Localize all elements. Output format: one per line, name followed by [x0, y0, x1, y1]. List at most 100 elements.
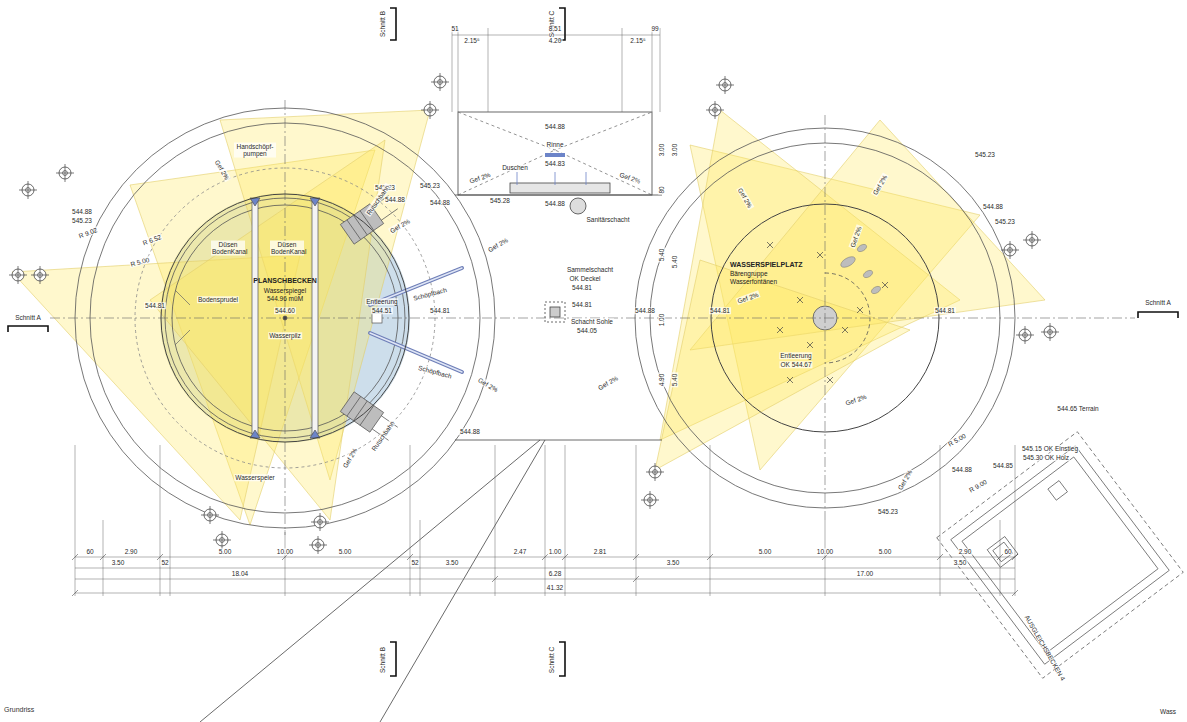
- plan-label: 5.00: [218, 548, 233, 555]
- tank-outline: [951, 446, 1169, 664]
- plan-label: 17.00: [856, 570, 874, 577]
- plan-label: 5.40: [671, 373, 678, 388]
- plan-label: 1.00: [658, 313, 665, 328]
- section-marker: [390, 642, 396, 676]
- plan-label: 3.50: [666, 559, 681, 566]
- shower-area: [200, 112, 662, 722]
- plan-label: 544.81: [709, 307, 731, 314]
- plan-label: 2.90: [124, 548, 139, 555]
- dimension-line: [75, 445, 1015, 596]
- plan-label: 544.88: [982, 203, 1004, 210]
- lamp-symbol: [309, 536, 327, 554]
- plan-label: Gef 2%: [736, 290, 761, 305]
- area-outline: [710, 203, 940, 433]
- plan-label: 1.00: [548, 548, 563, 555]
- plan-label: Gef 2%: [596, 374, 620, 392]
- plan-label: 3.50: [953, 559, 968, 566]
- slide: [340, 204, 383, 244]
- plan-label: 2.15⁵: [463, 37, 480, 44]
- lamp-symbol: [716, 76, 734, 94]
- dimension-line: [72, 554, 1018, 560]
- section-marker: [559, 8, 565, 40]
- lamp-symbol: [1023, 231, 1041, 249]
- lamp-symbol: [201, 506, 219, 524]
- lamp-symbol: [9, 266, 27, 284]
- plan-label: Handschöpf- pumpen: [234, 143, 276, 158]
- plan-label: 544.85: [992, 462, 1014, 469]
- plan-label: Entleerung: [365, 298, 398, 305]
- plan-label: Schnitt A: [14, 314, 42, 321]
- shower-area: [458, 112, 652, 195]
- plan-label: Schnitt A: [1144, 299, 1172, 306]
- nozzle-channel: [175, 290, 190, 305]
- plan-label: OK 544.67: [779, 361, 812, 368]
- plan-label: 544.65 Terrain: [1056, 405, 1099, 412]
- plan-label: 544.88: [71, 208, 93, 215]
- plan-label: 60: [85, 548, 94, 555]
- bear-figure: [856, 243, 868, 253]
- area-outline: [160, 193, 410, 443]
- lamp-symbol: [1001, 241, 1019, 259]
- shower-area: [380, 440, 545, 722]
- tank-outline: [962, 457, 1158, 653]
- bear-figure: [839, 255, 857, 270]
- plan-label: Schöpfbach: [411, 286, 448, 303]
- plan-label: 545.23: [877, 508, 899, 515]
- lamp-symbol: [1016, 326, 1034, 344]
- plan-label: 3.00: [658, 143, 665, 158]
- plan-label: Schnitt B: [379, 10, 386, 38]
- area-note: Wasserspiegel 544.96 müM: [255, 287, 315, 303]
- plan-label: Sammelschacht: [566, 266, 614, 273]
- plan-label: Gef 2%: [341, 446, 359, 470]
- plan-label: 8.51: [548, 25, 563, 32]
- section-marker: [1138, 312, 1178, 318]
- nozzle-channel: [310, 198, 320, 206]
- plan-label: Gef 2%: [618, 170, 643, 185]
- plan-label: Schacht Sohle: [570, 318, 614, 325]
- plan-label: Gef 2%: [468, 170, 493, 185]
- plan-label: Gef 2%: [896, 468, 914, 492]
- shower-area: [510, 183, 610, 193]
- plan-label: 4.90: [658, 373, 665, 388]
- plan-label: Rutschbahn: [369, 419, 396, 453]
- plan-label: Gef 2%: [486, 236, 510, 254]
- plan-label: 545.23: [419, 182, 441, 189]
- plan-label: 545.23: [71, 217, 93, 224]
- plan-label: 3.50: [111, 559, 126, 566]
- tank-outline: [937, 432, 1183, 678]
- plan-label: R 9.00: [967, 477, 989, 494]
- plan-label: Düsen BodenKanal: [211, 241, 245, 256]
- plan-label: 544.88: [951, 466, 973, 473]
- plan-label: 41.32: [546, 584, 564, 591]
- plan-label: 5.40: [671, 255, 678, 270]
- tank-outline: [937, 432, 1183, 678]
- plan-label: OK Deckel: [568, 275, 601, 282]
- plan-label: Duschen: [501, 164, 529, 171]
- plan-label: Gef 2%: [844, 392, 869, 407]
- section-marker: [390, 8, 396, 40]
- plan-label: Gef 2%: [476, 376, 500, 394]
- plan-label: Schnitt B: [379, 646, 386, 674]
- shower-area: [555, 172, 556, 185]
- plan-label: Gef 2%: [388, 217, 412, 235]
- plan-label: Bodensprudel: [197, 296, 239, 303]
- bear-figure: [839, 243, 882, 295]
- water-channel: [370, 268, 462, 372]
- dimension-line: [452, 35, 660, 36]
- dimension-line: [452, 28, 660, 112]
- plan-label: 10.00: [276, 548, 294, 555]
- plan-label: Gef 2%: [736, 186, 754, 210]
- plan-label: Sanitärschacht: [586, 216, 631, 223]
- plan-label: 2.90: [958, 548, 973, 555]
- plan-label: AUSGLEICHSBECKEN 4: [1023, 613, 1067, 683]
- plan-label: 4.20: [548, 37, 563, 44]
- plan-label: 60: [1003, 548, 1012, 555]
- tank-outline: [987, 537, 1018, 568]
- plan-label: 6.28: [548, 570, 563, 577]
- plan-label: 544.88: [634, 307, 656, 314]
- lamp-symbol: [646, 463, 664, 481]
- bear-figure: [862, 269, 874, 279]
- bear-figure: [870, 285, 882, 295]
- plan-label: 544.81: [571, 301, 593, 308]
- area-note: Bärengruppe Wasserfontänen: [730, 270, 800, 286]
